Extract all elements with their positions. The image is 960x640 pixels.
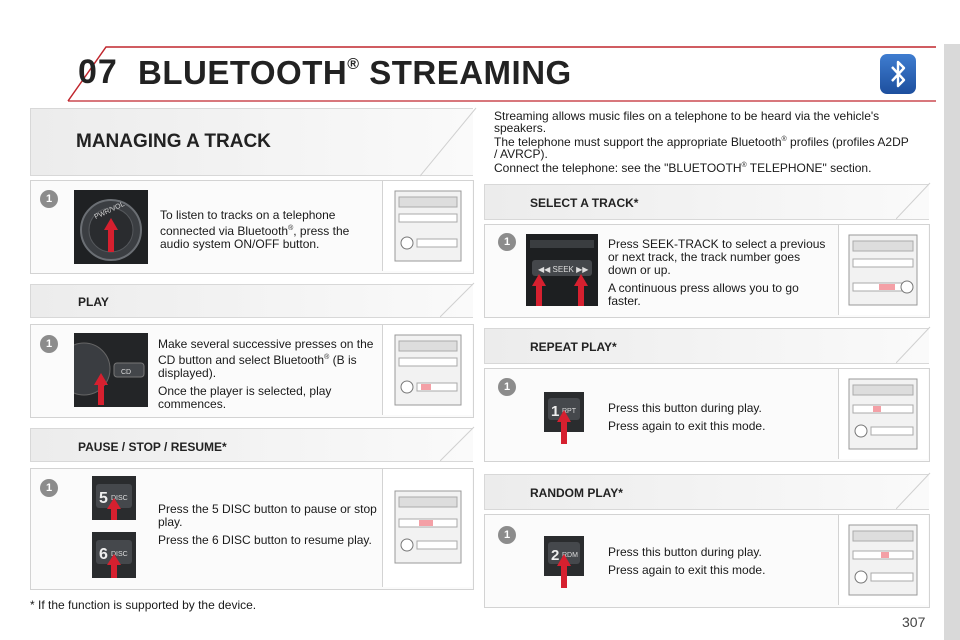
page-edge-bar [944, 44, 960, 640]
header-slant [440, 282, 475, 318]
managing-track-header [30, 108, 473, 176]
bluetooth-icon [880, 54, 916, 94]
svg-text:5: 5 [99, 490, 108, 507]
step-number: 1 [498, 378, 516, 396]
pause-instructions: Press the 5 DISC button to pause or stop… [158, 502, 377, 547]
radio-thumbnail-random [838, 515, 928, 605]
radio-thumbnail-play [382, 325, 472, 415]
power-volume-knob-image: PWR/VOL [74, 190, 148, 264]
select-instructions: Press SEEK-TRACK to select a previous or… [608, 237, 826, 308]
footnote: * If the function is supported by the de… [30, 598, 257, 612]
repeat-instructions: Press this button during play. Press aga… [608, 401, 766, 433]
repeat-title: REPEAT PLAY* [530, 340, 617, 354]
random-instructions: Press this button during play. Press aga… [608, 545, 766, 577]
svg-text:CD: CD [121, 369, 131, 376]
header-slant [896, 472, 931, 510]
svg-text:RDM: RDM [562, 552, 578, 559]
pause-header [30, 428, 473, 462]
svg-text:1: 1 [551, 403, 559, 420]
radio-thumbnail-repeat [838, 369, 928, 459]
svg-text:DISC: DISC [111, 551, 128, 558]
page-number: 307 [902, 614, 926, 630]
play-instructions: Make several successive presses on the C… [158, 337, 374, 411]
header-slant [896, 182, 931, 220]
header-frame [67, 46, 936, 102]
select-title: SELECT A TRACK* [530, 196, 639, 210]
streaming-intro: Streaming allows music files on a teleph… [494, 109, 909, 175]
radio-thumbnail-select [838, 225, 928, 315]
svg-text:2: 2 [551, 547, 559, 564]
step-number: 1 [498, 233, 516, 251]
chapter-number: 07 [78, 53, 118, 91]
step-number: 1 [498, 526, 516, 544]
seek-track-button-image: ◀◀ SEEK ▶▶ [526, 234, 598, 306]
header-slant [440, 426, 475, 462]
repeat-header [484, 328, 929, 364]
random-title: RANDOM PLAY* [530, 486, 623, 500]
random-header [484, 474, 929, 510]
cd-button-image: CD [57, 333, 148, 407]
header-slant [896, 326, 931, 364]
page-title: BLUETOOTH® STREAMING [138, 54, 572, 91]
play-header [30, 284, 473, 318]
step-number: 1 [40, 335, 58, 353]
svg-text:◀◀ SEEK ▶▶: ◀◀ SEEK ▶▶ [538, 265, 589, 274]
radio-thumbnail-pause [382, 469, 472, 587]
select-header [484, 184, 929, 220]
svg-text:DISC: DISC [111, 495, 128, 502]
pause-title: PAUSE / STOP / RESUME* [78, 440, 227, 454]
step-number: 1 [40, 479, 58, 497]
header-slant [420, 107, 477, 177]
play-title: PLAY [78, 295, 109, 309]
svg-text:RPT: RPT [562, 408, 577, 415]
section-heading-managing: MANAGING A TRACK [76, 131, 271, 152]
step-number: 1 [40, 190, 58, 208]
svg-text:6: 6 [99, 546, 108, 563]
radio-thumbnail-power [382, 181, 472, 271]
power-instruction: To listen to tracks on a telephone conne… [160, 208, 350, 251]
